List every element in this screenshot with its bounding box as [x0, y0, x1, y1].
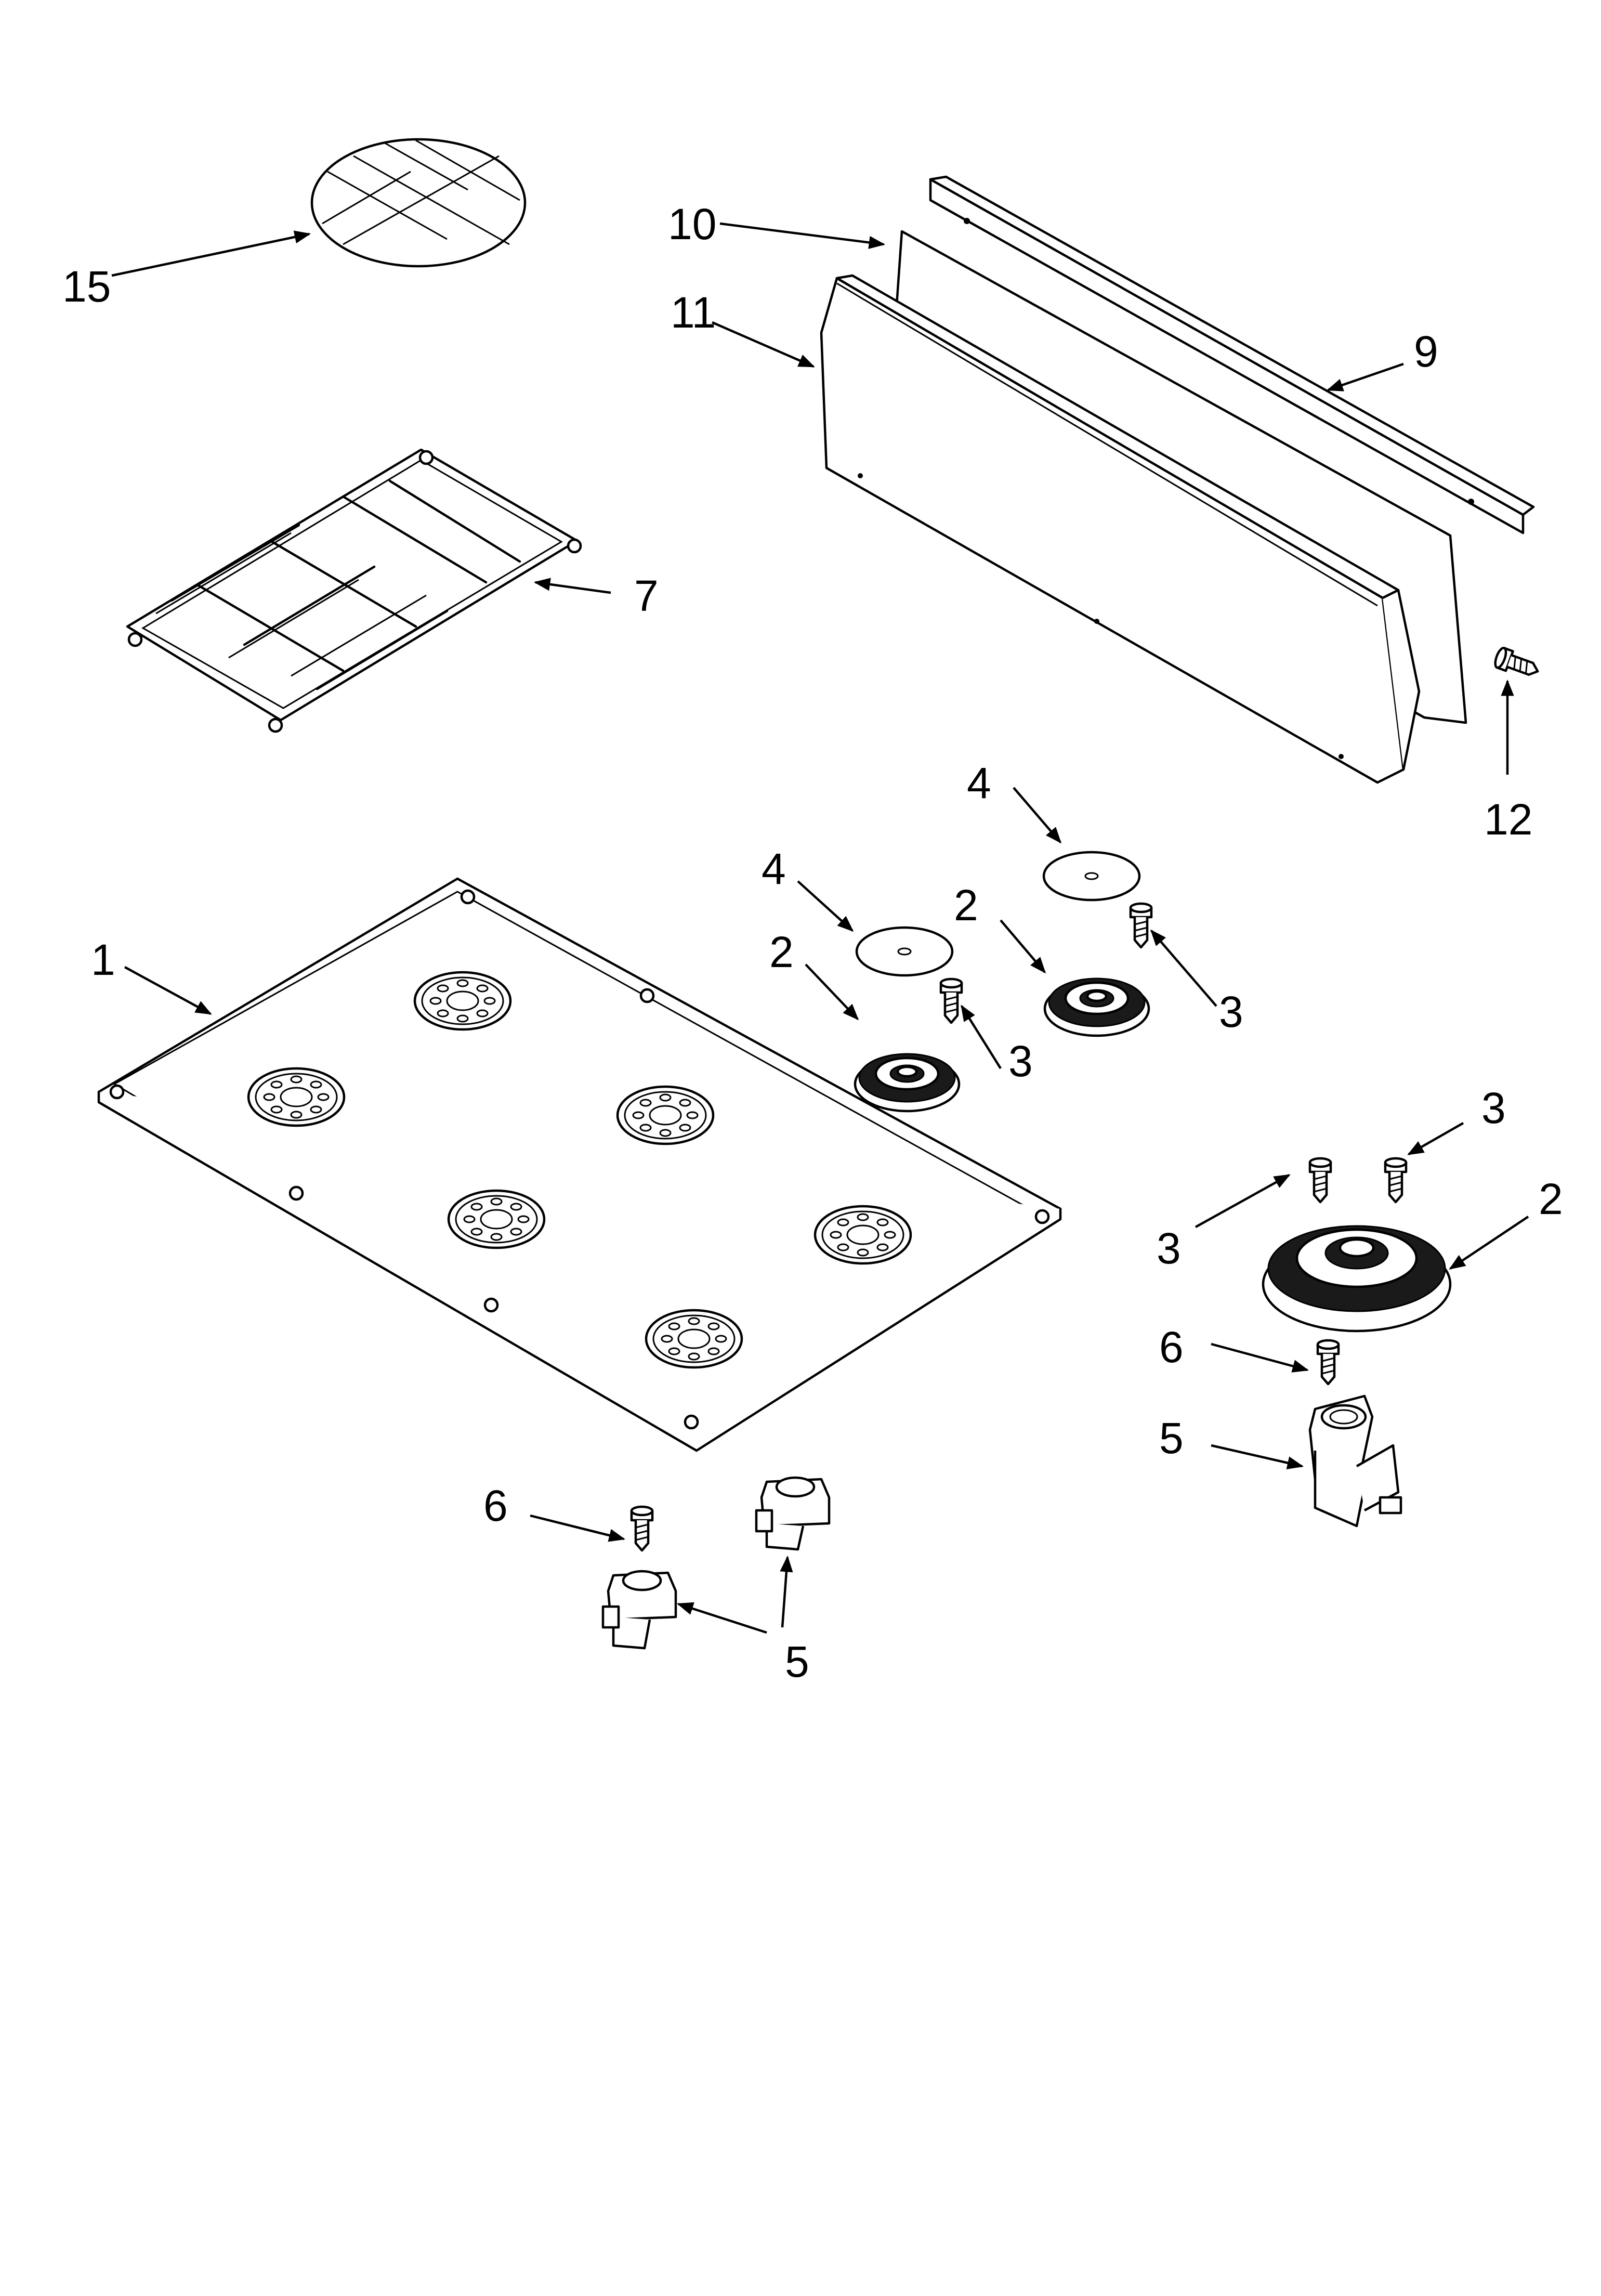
callout-3-upper-right: 3 — [1481, 1084, 1506, 1132]
part-12-screw — [1493, 647, 1541, 681]
part-2-burner-right — [1045, 979, 1149, 1036]
part-2-burner-left — [855, 1054, 959, 1111]
callout-2-large: 2 — [1539, 1175, 1563, 1223]
callout-6-small: 6 — [483, 1481, 508, 1530]
part-3-screw-left — [941, 979, 962, 1023]
callout-4-right: 4 — [967, 759, 991, 807]
part-3-screw-large-a — [1310, 1158, 1331, 1202]
callout-3-right: 3 — [1219, 987, 1243, 1036]
callout-5-small: 5 — [785, 1637, 809, 1686]
part-6-screw-large — [1318, 1340, 1338, 1384]
part-15-round-mesh — [310, 138, 527, 268]
part-4-burner-cap-left — [857, 928, 952, 975]
part-11-backguard-panel — [820, 274, 1421, 784]
callout-5-large: 5 — [1159, 1414, 1184, 1463]
callout-11: 11 — [671, 288, 716, 337]
part-1-cooktop-surface — [97, 877, 1062, 1452]
leader-lines — [111, 222, 1529, 1634]
part-4-burner-cap-right — [1044, 852, 1139, 900]
callout-2-left: 2 — [769, 928, 794, 976]
callout-9: 9 — [1414, 327, 1438, 376]
callout-labels: 15 10 11 9 7 12 4 4 2 2 2 1 3 3 3 3 6 6 … — [62, 200, 1563, 1686]
part-5-valve-small-b — [755, 1476, 831, 1551]
callout-3-left: 3 — [1008, 1037, 1033, 1086]
part-7-cooktop-grate — [126, 448, 582, 733]
callout-6-large: 6 — [1159, 1323, 1184, 1372]
callout-3-lower-left: 3 — [1157, 1224, 1181, 1273]
part-6-screw-small — [632, 1507, 652, 1550]
part-9-trim-bar — [929, 175, 1535, 534]
part-2-burner-large — [1262, 1225, 1452, 1333]
part-3-screw-right — [1131, 904, 1151, 947]
part-5-valve-small-a — [601, 1570, 677, 1650]
callout-10: 10 — [668, 200, 716, 249]
part-5-valve-large — [1308, 1394, 1402, 1528]
callout-15: 15 — [62, 262, 111, 311]
callout-1: 1 — [91, 935, 115, 984]
callout-7: 7 — [634, 571, 659, 620]
callout-4-left: 4 — [762, 844, 786, 893]
part-3-screw-large-b — [1385, 1158, 1406, 1202]
callout-2-right: 2 — [954, 881, 978, 930]
callout-12: 12 — [1484, 795, 1532, 844]
